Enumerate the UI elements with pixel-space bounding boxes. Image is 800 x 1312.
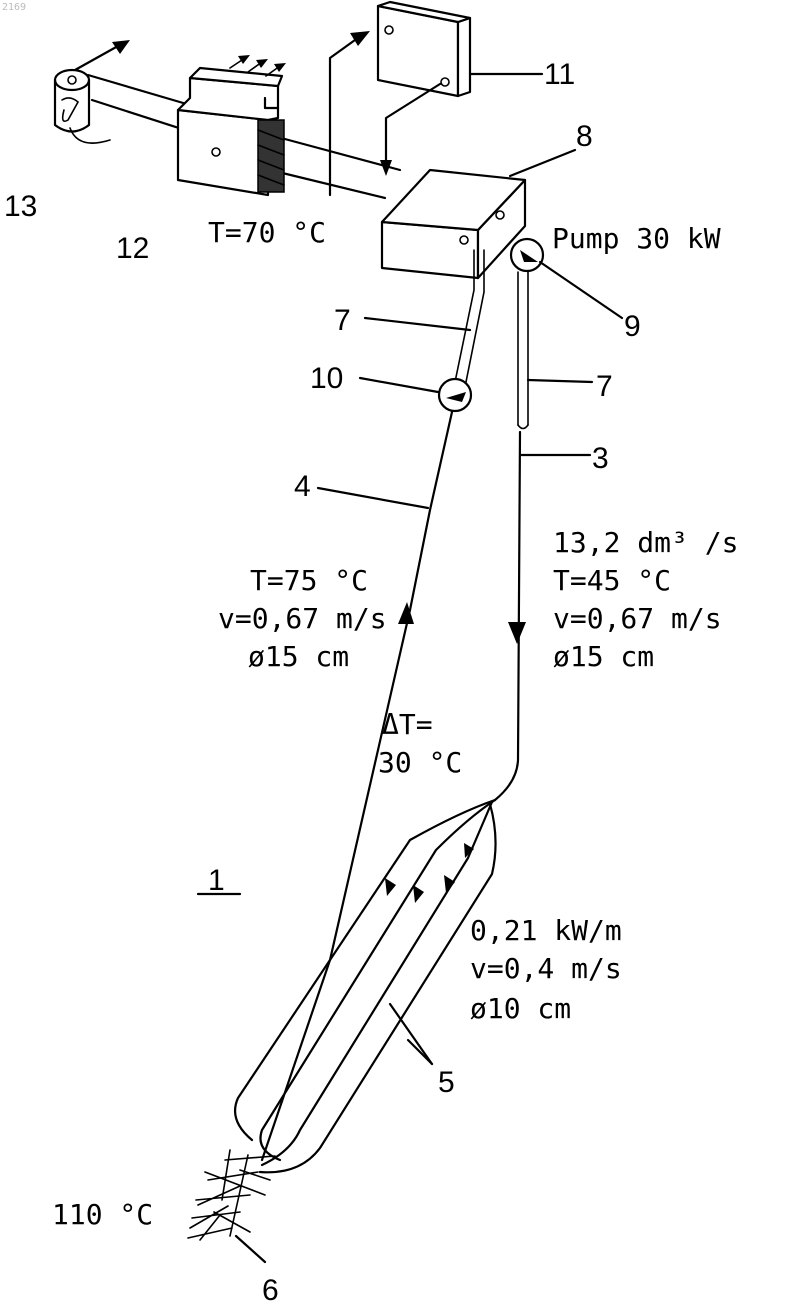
label-12: 12 [116,232,149,265]
gauge-10 [360,378,471,411]
label-13: 13 [4,190,37,223]
surface-temperature: T=70 °C [208,216,326,249]
supply-diameter: ø15 cm [553,640,654,673]
label-11: 11 [544,58,575,91]
generator-13 [55,40,130,143]
label-9: 9 [624,310,641,343]
return-temperature: T=75 °C [250,564,368,597]
label-10: 10 [310,362,343,395]
label-7a: 7 [334,304,351,337]
page-mark: 2169 [2,2,26,13]
branch-pipes-5 [235,800,495,1172]
branch-velocity: v=0,4 m/s [470,952,622,985]
label-1: 1 [208,864,225,897]
label-7b: 7 [596,370,613,403]
supply-flow-rate: 13,2 dm³ /s [553,526,738,559]
heat-exchanger-12 [178,55,286,195]
label-6: 6 [262,1274,279,1307]
return-diameter: ø15 cm [248,640,349,673]
label-8: 8 [576,120,593,153]
branch-diameter: ø10 cm [470,992,571,1025]
supply-temperature: T=45 °C [553,564,671,597]
central-unit-8 [382,150,575,278]
delta-t-label: ΔT= [382,708,433,741]
label-5: 5 [438,1066,455,1099]
bottom-temperature: 110 °C [52,1198,153,1231]
control-unit-11 [330,2,542,195]
label-4: 4 [294,470,311,503]
pump-power: Pump 30 kW [552,222,721,255]
return-velocity: v=0,67 m/s [218,602,387,635]
fracture-zone-6 [188,1150,275,1262]
supply-velocity: v=0,67 m/s [553,602,722,635]
delta-t-value: 30 °C [378,746,462,779]
branch-power: 0,21 kW/m [470,914,622,947]
label-3: 3 [592,442,609,475]
return-pipe-4 [262,412,452,1160]
